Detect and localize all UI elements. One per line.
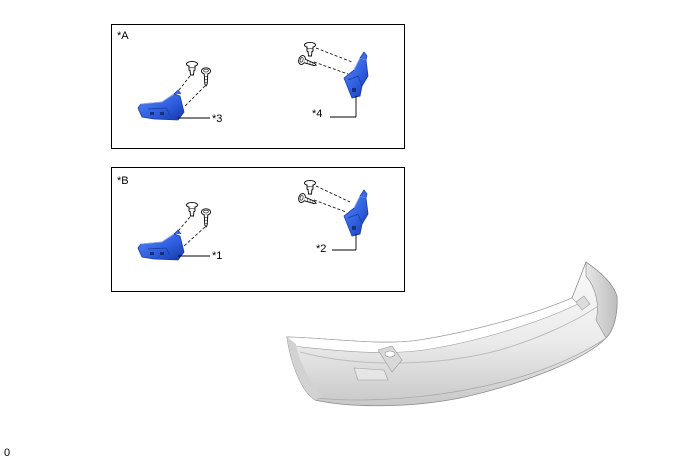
panel-b-right-group: *2 [296,179,369,255]
leader-dashed [313,61,349,75]
leader-dashed [313,199,347,213]
panel-a: *A *3 *4 [111,24,405,149]
leader-dashed [183,85,206,108]
panel-a-frame [111,24,405,149]
part-number-label: *2 [316,243,326,255]
leader-dashed [167,216,191,244]
part-number-label: *3 [212,113,222,125]
figure-code: 0 [4,447,11,459]
leader-dashed [315,185,351,203]
leader-dashed [183,226,206,247]
bracket-icon [343,51,369,99]
rear-bumper-icon [286,261,618,407]
screw-icon [200,67,212,87]
panel-b-label: *B [117,175,129,187]
part-number-label: *4 [312,108,322,120]
clip-icon [186,60,198,76]
leader-dashed [167,75,191,105]
clip-icon [186,201,198,217]
panel-b: *B *1 *2 [111,167,405,292]
clip-icon [304,179,316,195]
panel-b-left-group: *1 [137,201,222,262]
panel-b-frame [111,167,405,292]
panel-a-left-group: *3 [137,60,222,125]
panel-a-label: *A [117,30,129,42]
part-number-label: *1 [212,250,222,262]
bracket-icon [343,189,369,237]
leader-dashed [315,47,353,63]
panel-a-right-group: *4 [296,41,369,120]
clip-icon [304,41,316,57]
screw-icon [200,208,212,228]
bracket-icon [137,229,185,261]
bracket-icon [137,89,185,121]
